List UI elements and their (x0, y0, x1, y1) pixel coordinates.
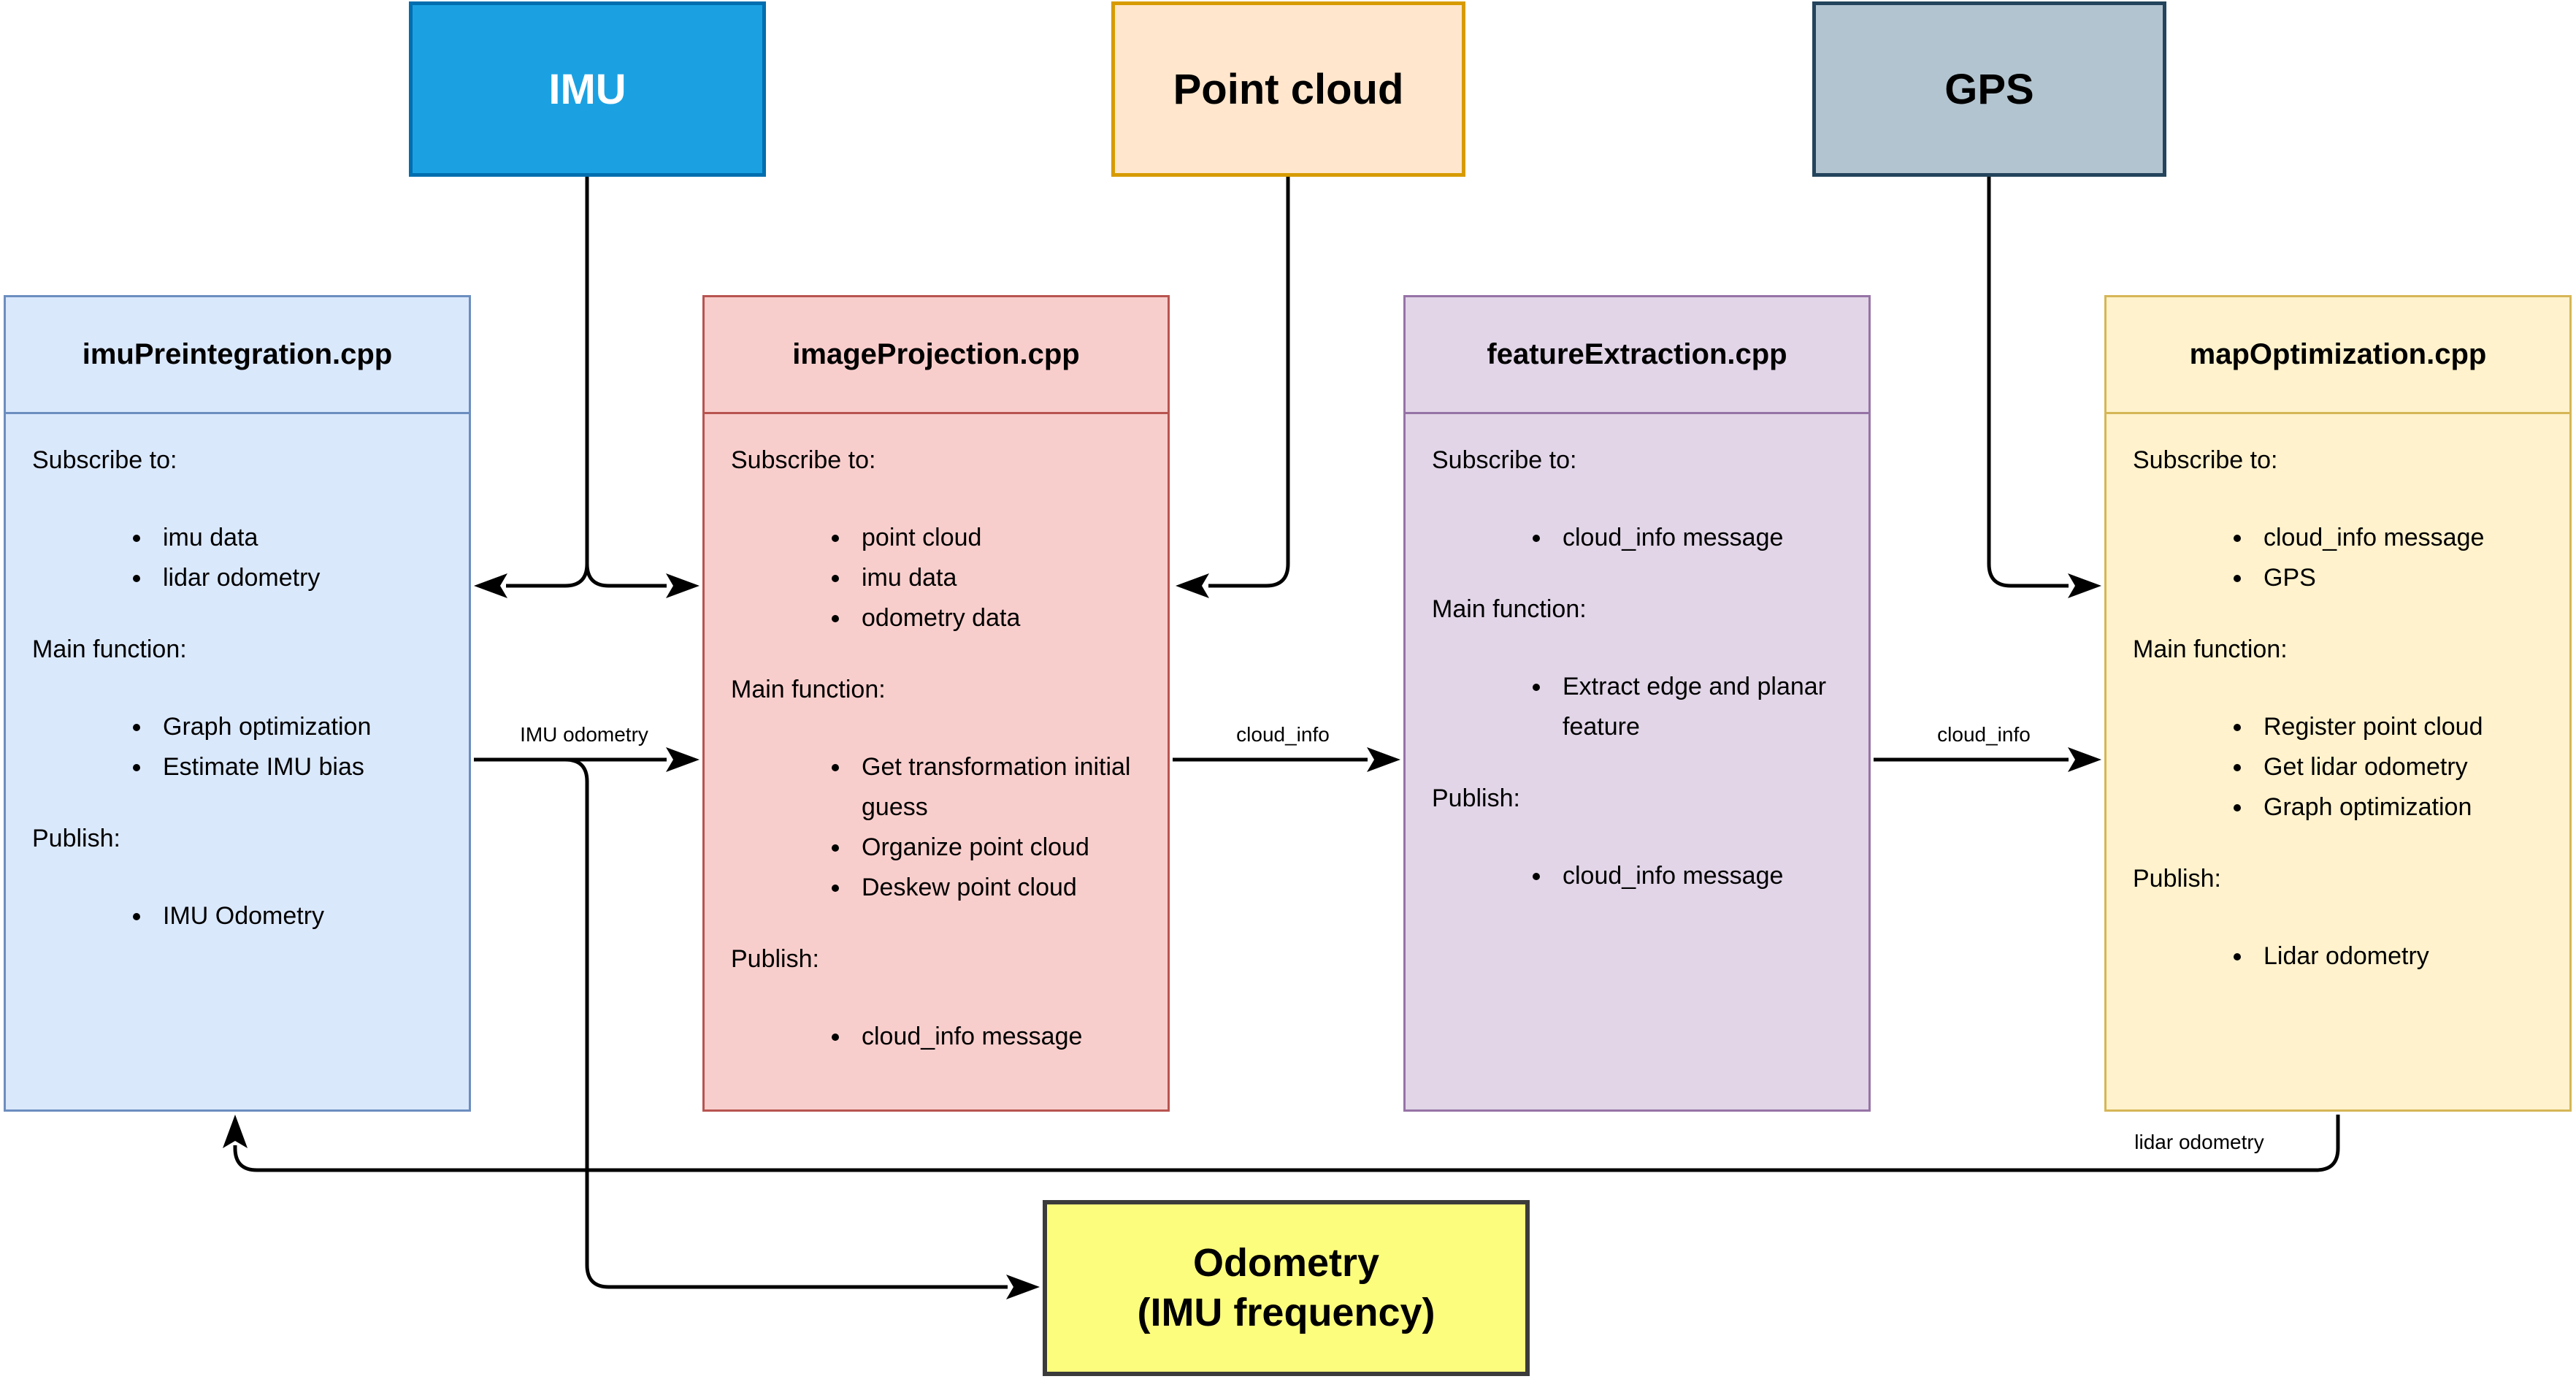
section-items: point cloud imu data odometry data (731, 518, 1150, 638)
list-item: Register point cloud (2253, 707, 2552, 747)
section-items: cloud_info message (1432, 518, 1851, 558)
section-heading: Publish: (32, 825, 120, 852)
edge-label-imu-odometry: IMU odometry (520, 723, 648, 746)
section-items: Register point cloud Get lidar odometry … (2133, 707, 2552, 828)
edge-imu-split-arrow (474, 177, 699, 598)
module-body: Subscribe to: imu data lidar odometry Ma… (6, 414, 469, 936)
section-heading: Subscribe to: (1432, 446, 1577, 474)
list-item: imu data (851, 558, 1150, 598)
edge-cloud-info-2-arrow (1874, 747, 2101, 772)
odometry-output-box: Odometry (IMU frequency) (1043, 1200, 1530, 1376)
module-featureextraction: featureExtraction.cpp Subscribe to: clou… (1403, 295, 1871, 1112)
list-item: Lidar odometry (2253, 936, 2552, 977)
edge-pointcloud-arrow (1176, 177, 1290, 598)
edge-cloud-info-1-arrow (1173, 747, 1400, 772)
section-items: cloud_info message (1432, 856, 1851, 896)
gps-source-label: GPS (1944, 65, 2034, 113)
imu-source-label: IMU (548, 65, 626, 113)
list-item: Get lidar odometry (2253, 747, 2552, 787)
list-item: cloud_info message (851, 1017, 1150, 1057)
module-body: Subscribe to: point cloud imu data odome… (705, 414, 1168, 1057)
list-item: odometry data (851, 598, 1150, 638)
gps-source-box: GPS (1812, 1, 2166, 177)
list-item: point cloud (851, 518, 1150, 558)
imu-source-box: IMU (409, 1, 766, 177)
list-item: imu data (153, 518, 451, 558)
section-items: cloud_info message GPS (2133, 518, 2552, 598)
edge-lidar-odometry-feedback-arrow (223, 1115, 2340, 1172)
list-item: GPS (2253, 558, 2552, 598)
list-item: Deskew point cloud (851, 868, 1150, 908)
module-title: imageProjection.cpp (705, 297, 1168, 414)
module-imupreintegration: imuPreintegration.cpp Subscribe to: imu … (4, 295, 471, 1112)
list-item: lidar odometry (153, 558, 451, 598)
list-item: cloud_info message (2253, 518, 2552, 558)
section-heading: Publish: (731, 945, 819, 973)
section-items: Get transformation initial guess Organiz… (731, 747, 1150, 908)
module-body: Subscribe to: cloud_info message GPS Mai… (2107, 414, 2569, 977)
odometry-output-label-line1: Odometry (1192, 1241, 1380, 1285)
section-heading: Main function: (1432, 595, 1587, 623)
section-heading: Main function: (731, 676, 886, 703)
list-item: Get transformation initial guess (851, 747, 1150, 828)
list-item: Extract edge and planar feature (1552, 667, 1851, 747)
section-items: Lidar odometry (2133, 936, 2552, 977)
point-cloud-source-box: Point cloud (1111, 1, 1465, 177)
point-cloud-source-label: Point cloud (1173, 65, 1404, 113)
edge-gps-arrow (1987, 177, 2101, 598)
section-heading: Main function: (2133, 635, 2288, 663)
list-item: Graph optimization (2253, 787, 2552, 828)
edge-imu-odometry-arrow (474, 747, 699, 772)
list-item: Graph optimization (153, 707, 451, 747)
module-title: imuPreintegration.cpp (6, 297, 469, 414)
section-heading: Publish: (2133, 865, 2221, 893)
list-item: Estimate IMU bias (153, 747, 451, 787)
section-heading: Subscribe to: (731, 446, 876, 474)
list-item: cloud_info message (1552, 518, 1851, 558)
section-items: Graph optimization Estimate IMU bias (32, 707, 451, 787)
edge-label-lidar-odometry: lidar odometry (2134, 1131, 2264, 1153)
section-items: Extract edge and planar feature (1432, 667, 1851, 747)
section-heading: Subscribe to: (2133, 446, 2278, 474)
module-title: featureExtraction.cpp (1406, 297, 1868, 414)
list-item: IMU Odometry (153, 896, 451, 936)
module-body: Subscribe to: cloud_info message Main fu… (1406, 414, 1868, 896)
section-heading: Publish: (1432, 784, 1520, 812)
section-heading: Subscribe to: (32, 446, 177, 474)
section-heading: Main function: (32, 635, 187, 663)
list-item: Organize point cloud (851, 828, 1150, 868)
module-title: mapOptimization.cpp (2107, 297, 2569, 414)
section-items: imu data lidar odometry (32, 518, 451, 598)
section-items: IMU Odometry (32, 896, 451, 936)
list-item: cloud_info message (1552, 856, 1851, 896)
edge-label-cloud-info-1: cloud_info (1236, 723, 1330, 746)
edge-odometry-branch-arrow (564, 757, 1040, 1299)
module-mapoptimization: mapOptimization.cpp Subscribe to: cloud_… (2104, 295, 2572, 1112)
edge-label-cloud-info-2: cloud_info (1937, 723, 2031, 746)
odometry-output-label-line2: (IMU frequency) (1137, 1290, 1435, 1334)
module-imageprojection: imageProjection.cpp Subscribe to: point … (702, 295, 1170, 1112)
section-items: cloud_info message (731, 1017, 1150, 1057)
